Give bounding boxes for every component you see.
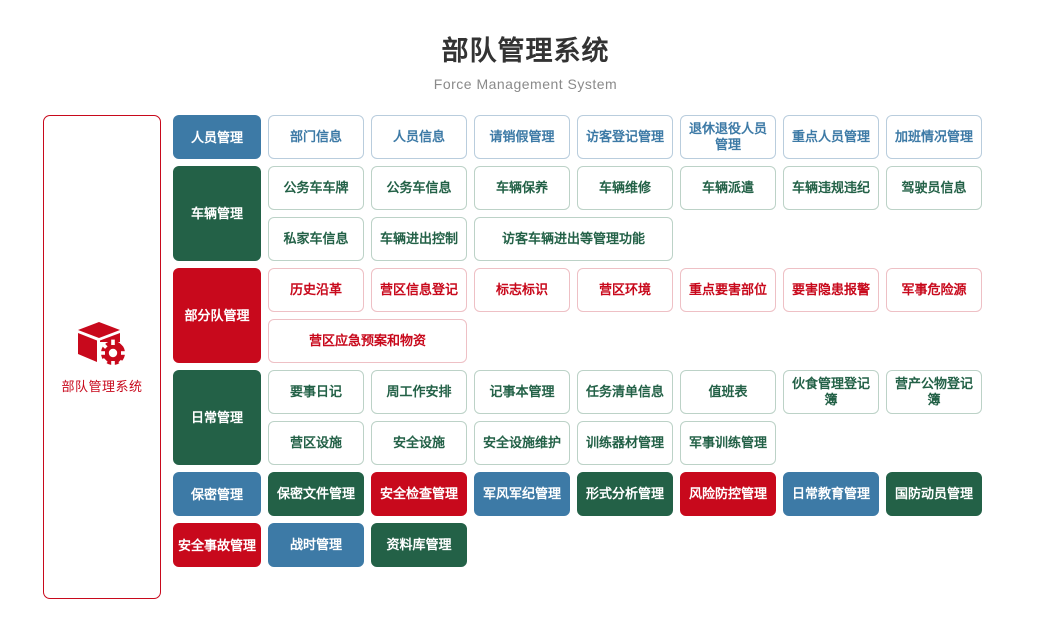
module-item[interactable]: 重点人员管理 <box>783 115 879 159</box>
module-item[interactable]: 退休退役人员管理 <box>680 115 776 159</box>
module-item-line: 营区应急预案和物资 <box>268 319 982 363</box>
module-item[interactable]: 部门信息 <box>268 115 364 159</box>
module-row: 人员管理部门信息人员信息请销假管理访客登记管理退休退役人员管理重点人员管理加班情… <box>173 115 982 159</box>
sidebar-system-card[interactable]: 部队管理系统 <box>43 115 161 599</box>
module-item[interactable]: 公务车车牌 <box>268 166 364 210</box>
module-item[interactable]: 记事本管理 <box>474 370 570 414</box>
module-item[interactable]: 访客登记管理 <box>577 115 673 159</box>
module-item[interactable]: 驾驶员信息 <box>886 166 982 210</box>
module-item[interactable]: 国防动员管理 <box>886 472 982 516</box>
module-item[interactable]: 请销假管理 <box>474 115 570 159</box>
category-button[interactable]: 安全事故管理 <box>173 523 261 567</box>
module-item[interactable]: 人员信息 <box>371 115 467 159</box>
module-row: 日常管理要事日记周工作安排记事本管理任务清单信息值班表伙食管理登记簿营产公物登记… <box>173 370 982 465</box>
module-item[interactable]: 访客车辆进出等管理功能 <box>474 217 673 261</box>
category-button[interactable]: 日常管理 <box>173 370 261 465</box>
module-item[interactable]: 军事危险源 <box>886 268 982 312</box>
module-item[interactable]: 军风军纪管理 <box>474 472 570 516</box>
module-row: 车辆管理公务车车牌公务车信息车辆保养车辆维修车辆派遣车辆违规违纪驾驶员信息私家车… <box>173 166 982 261</box>
module-grid: 人员管理部门信息人员信息请销假管理访客登记管理退休退役人员管理重点人员管理加班情… <box>173 115 982 567</box>
sidebar-label: 部队管理系统 <box>61 378 143 394</box>
module-item-line: 公务车车牌公务车信息车辆保养车辆维修车辆派遣车辆违规违纪驾驶员信息 <box>268 166 982 210</box>
module-items: 保密文件管理安全检查管理军风军纪管理形式分析管理风险防控管理日常教育管理国防动员… <box>268 472 982 516</box>
module-row: 保密管理保密文件管理安全检查管理军风军纪管理形式分析管理风险防控管理日常教育管理… <box>173 472 982 516</box>
module-item[interactable]: 车辆维修 <box>577 166 673 210</box>
module-item[interactable]: 安全设施维护 <box>474 421 570 465</box>
module-item-line: 部门信息人员信息请销假管理访客登记管理退休退役人员管理重点人员管理加班情况管理 <box>268 115 982 159</box>
module-item-line: 要事日记周工作安排记事本管理任务清单信息值班表伙食管理登记簿营产公物登记簿 <box>268 370 982 414</box>
module-item-line: 私家车信息车辆进出控制访客车辆进出等管理功能 <box>268 217 982 261</box>
cube-gear-icon <box>76 320 128 368</box>
category-button[interactable]: 车辆管理 <box>173 166 261 261</box>
module-item[interactable]: 车辆保养 <box>474 166 570 210</box>
page-subtitle: Force Management System <box>433 76 618 92</box>
module-item[interactable]: 营区设施 <box>268 421 364 465</box>
module-item[interactable]: 风险防控管理 <box>680 472 776 516</box>
module-item[interactable]: 公务车信息 <box>371 166 467 210</box>
category-button[interactable]: 部分队管理 <box>173 268 261 363</box>
module-item[interactable]: 私家车信息 <box>268 217 364 261</box>
module-item-line: 历史沿革营区信息登记标志标识营区环境重点要害部位要害隐患报警军事危险源 <box>268 268 982 312</box>
module-item-line: 保密文件管理安全检查管理军风军纪管理形式分析管理风险防控管理日常教育管理国防动员… <box>268 472 982 516</box>
module-item[interactable]: 营区信息登记 <box>371 268 467 312</box>
module-item[interactable]: 安全设施 <box>371 421 467 465</box>
module-items: 部门信息人员信息请销假管理访客登记管理退休退役人员管理重点人员管理加班情况管理 <box>268 115 982 159</box>
module-item[interactable]: 训练器材管理 <box>577 421 673 465</box>
module-item[interactable]: 历史沿革 <box>268 268 364 312</box>
module-items: 历史沿革营区信息登记标志标识营区环境重点要害部位要害隐患报警军事危险源营区应急预… <box>268 268 982 363</box>
page-header: 部队管理系统 Force Management System <box>0 0 1051 93</box>
main-content: 部队管理系统 人员管理部门信息人员信息请销假管理访客登记管理退休退役人员管理重点… <box>0 115 1051 599</box>
module-item[interactable]: 保密文件管理 <box>268 472 364 516</box>
category-button[interactable]: 保密管理 <box>173 472 261 516</box>
module-item[interactable]: 车辆派遣 <box>680 166 776 210</box>
module-item[interactable]: 值班表 <box>680 370 776 414</box>
module-item[interactable]: 日常教育管理 <box>783 472 879 516</box>
module-item[interactable]: 标志标识 <box>474 268 570 312</box>
module-row: 部分队管理历史沿革营区信息登记标志标识营区环境重点要害部位要害隐患报警军事危险源… <box>173 268 982 363</box>
page-title: 部队管理系统 <box>441 36 610 66</box>
module-item-line: 战时管理资料库管理 <box>268 523 982 567</box>
module-item[interactable]: 车辆进出控制 <box>371 217 467 261</box>
module-item[interactable]: 车辆违规违纪 <box>783 166 879 210</box>
module-item[interactable]: 营区应急预案和物资 <box>268 319 467 363</box>
module-items: 公务车车牌公务车信息车辆保养车辆维修车辆派遣车辆违规违纪驾驶员信息私家车信息车辆… <box>268 166 982 261</box>
module-items: 战时管理资料库管理 <box>268 523 982 567</box>
module-item[interactable]: 营区环境 <box>577 268 673 312</box>
category-button[interactable]: 人员管理 <box>173 115 261 159</box>
module-item[interactable]: 重点要害部位 <box>680 268 776 312</box>
module-item[interactable]: 要事日记 <box>268 370 364 414</box>
module-item[interactable]: 周工作安排 <box>371 370 467 414</box>
module-item[interactable]: 资料库管理 <box>371 523 467 567</box>
module-item[interactable]: 加班情况管理 <box>886 115 982 159</box>
module-row: 安全事故管理战时管理资料库管理 <box>173 523 982 567</box>
module-item[interactable]: 形式分析管理 <box>577 472 673 516</box>
module-items: 要事日记周工作安排记事本管理任务清单信息值班表伙食管理登记簿营产公物登记簿营区设… <box>268 370 982 465</box>
module-item[interactable]: 战时管理 <box>268 523 364 567</box>
module-item[interactable]: 要害隐患报警 <box>783 268 879 312</box>
module-item[interactable]: 任务清单信息 <box>577 370 673 414</box>
module-item[interactable]: 安全检查管理 <box>371 472 467 516</box>
module-item-line: 营区设施安全设施安全设施维护训练器材管理军事训练管理 <box>268 421 982 465</box>
module-item[interactable]: 军事训练管理 <box>680 421 776 465</box>
module-item[interactable]: 伙食管理登记簿 <box>783 370 879 414</box>
module-item[interactable]: 营产公物登记簿 <box>886 370 982 414</box>
